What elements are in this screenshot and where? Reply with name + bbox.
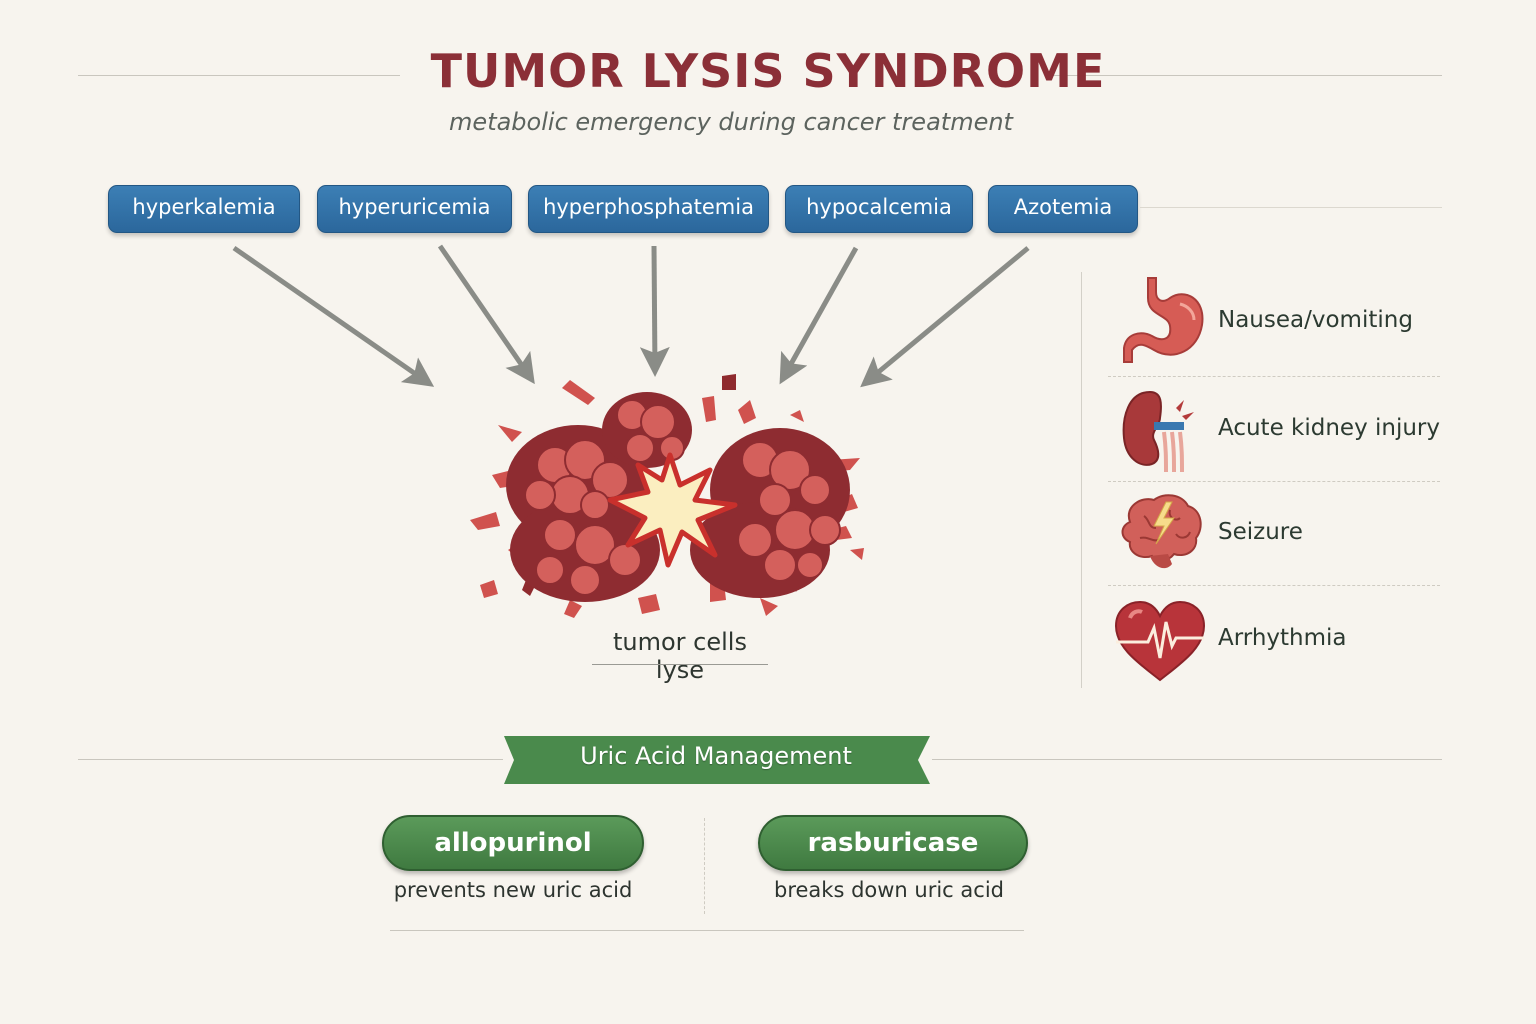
symptom-separator	[1108, 585, 1440, 586]
pill-row-rule	[1140, 207, 1442, 208]
arrow-hyperphosphatemia	[639, 245, 670, 377]
kidney-icon	[1110, 378, 1210, 478]
symptom-label: Acute kidney injury	[1218, 415, 1440, 441]
abnormality-hypocalcemia: hypocalcemia	[785, 185, 973, 233]
drug-allopurinol: allopurinol	[382, 815, 644, 871]
arrow-azotemia	[860, 246, 1030, 388]
drug-description: prevents new uric acid	[393, 878, 633, 902]
arrow-hypocalcemia	[779, 246, 859, 385]
management-banner-title: Uric Acid Management	[580, 742, 852, 770]
drug-divider	[704, 818, 705, 914]
drug-name: rasburicase	[807, 828, 979, 858]
management-rule-right	[932, 759, 1442, 760]
symptom-kidney-injury: Acute kidney injury	[1110, 378, 1440, 478]
management-banner	[504, 736, 930, 784]
symptom-label: Seizure	[1218, 519, 1303, 545]
drug-name: allopurinol	[434, 828, 592, 858]
abnormality-azotemia: Azotemia	[988, 185, 1138, 233]
abnormality-hyperkalemia: hyperkalemia	[108, 185, 300, 233]
caption-underline	[592, 664, 768, 665]
abnormality-label: Azotemia	[1013, 195, 1113, 219]
page-subtitle: metabolic emergency during cancer treatm…	[449, 108, 1013, 136]
management-rule-left	[78, 759, 503, 760]
stomach-icon	[1110, 270, 1210, 370]
abnormality-label: hypocalcemia	[806, 195, 952, 219]
symptom-seizure: Seizure	[1110, 482, 1440, 582]
abnormality-label: hyperuricemia	[338, 195, 491, 219]
abnormality-hyperphosphatemia: hyperphosphatemia	[528, 185, 769, 233]
abnormality-label: hyperphosphatemia	[543, 195, 754, 219]
drug-rasburicase: rasburicase	[758, 815, 1028, 871]
brain-lightning-icon	[1110, 482, 1210, 582]
symptom-separator	[1108, 481, 1440, 482]
symptom-nausea: Nausea/vomiting	[1110, 270, 1440, 370]
heart-ecg-icon	[1110, 588, 1210, 688]
page-title: TUMOR LYSIS SYNDROME	[430, 44, 1106, 98]
exploding-tumor-cells-icon	[470, 374, 864, 618]
management-bottom-rule	[390, 930, 1024, 931]
center-caption: tumor cells lyse	[613, 628, 747, 684]
arrow-hyperuricemia	[437, 244, 535, 385]
symptom-label: Nausea/vomiting	[1218, 307, 1413, 333]
arrow-hyperkalemia	[232, 245, 435, 387]
symptom-arrhythmia: Arrhythmia	[1110, 588, 1440, 688]
symptom-label: Arrhythmia	[1218, 625, 1347, 651]
symptom-separator	[1108, 376, 1440, 377]
abnormality-label: hyperkalemia	[132, 195, 276, 219]
title-rule-left	[78, 75, 400, 76]
symptoms-divider	[1081, 272, 1082, 688]
title-rule-right	[1052, 75, 1442, 76]
drug-description: breaks down uric acid	[774, 878, 1004, 902]
abnormality-hyperuricemia: hyperuricemia	[317, 185, 512, 233]
